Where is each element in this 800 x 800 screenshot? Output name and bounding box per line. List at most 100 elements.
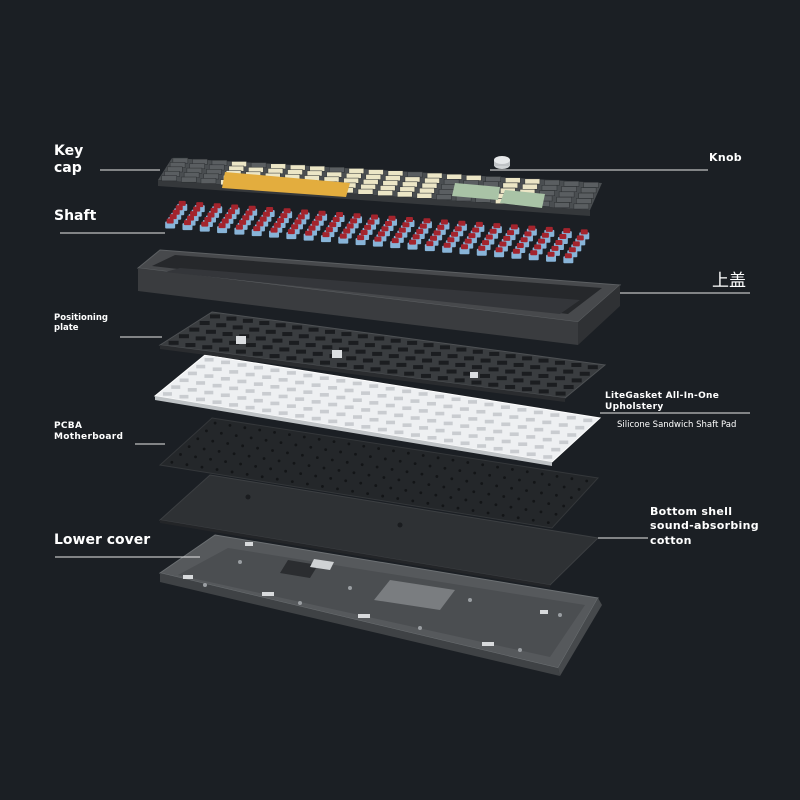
pad-hole	[179, 378, 189, 383]
pcb-hole	[215, 468, 219, 471]
pcb-hole	[532, 499, 536, 503]
pcb-hole	[211, 439, 215, 443]
pcb-hole	[286, 451, 289, 455]
pcb-hole	[232, 452, 236, 456]
pcb-hole	[170, 460, 174, 464]
pcb-hole	[472, 490, 476, 494]
pad-hole	[328, 402, 338, 407]
plate-hole	[265, 329, 276, 334]
pcba-label-line-1: PCBA	[54, 421, 83, 431]
plate-hole	[226, 316, 237, 321]
switch-stem	[478, 245, 486, 251]
plate-hole	[341, 332, 352, 337]
pcb-hole	[517, 497, 521, 501]
accent-keycap	[452, 183, 500, 200]
switch-stem	[270, 227, 278, 233]
switch-stem	[245, 210, 253, 216]
pcb-hole	[234, 434, 238, 437]
plate-hole	[364, 343, 375, 348]
keycap	[362, 179, 379, 185]
switch-stem	[297, 214, 305, 220]
pcb-hole	[302, 435, 306, 439]
plate-hole	[262, 345, 273, 350]
bottom-cotton-label: Bottom shell sound-absorbing cotton	[650, 505, 759, 548]
positioning-plate-label: Positioning plate	[54, 313, 108, 333]
pad-hole	[509, 415, 519, 419]
pcb-hole	[307, 464, 311, 468]
pcb-hole	[352, 471, 356, 475]
keycap-label-line-1: Key	[54, 143, 84, 159]
keycap	[563, 180, 580, 187]
plate-hole	[546, 382, 557, 387]
pad-hole	[278, 378, 288, 382]
keycap	[438, 189, 455, 195]
pad-hole	[418, 392, 428, 396]
pcb-hole	[434, 493, 438, 497]
plate-hole	[189, 327, 200, 332]
switch-stem	[231, 204, 239, 210]
plate-hole	[353, 365, 364, 370]
pad-hole	[303, 373, 313, 378]
plate-hole	[210, 314, 221, 319]
pad-hole	[386, 420, 396, 425]
plate-hole	[272, 338, 283, 343]
switch-stem	[221, 218, 229, 224]
spacebar-keycap	[222, 172, 350, 197]
pad-hole	[187, 388, 197, 392]
pad-hole	[253, 382, 263, 386]
pad-hole	[385, 386, 395, 391]
switch-stem	[538, 238, 546, 244]
plate-hole	[522, 356, 533, 361]
plate-hole	[255, 336, 266, 341]
plate-hole	[259, 321, 270, 326]
switch-stem	[253, 226, 261, 232]
pad-hole	[377, 393, 387, 398]
switch-stem	[329, 222, 337, 228]
pcb-hole	[426, 501, 430, 505]
pad-hole	[336, 412, 346, 417]
pad-hole	[162, 392, 172, 396]
pad-hole	[311, 400, 321, 404]
pcb-hole	[330, 458, 334, 462]
pad-hole	[344, 422, 354, 426]
pad-hole	[295, 414, 305, 418]
pcb-hole	[441, 504, 445, 508]
pcb-hole	[324, 448, 328, 452]
pad-hole	[295, 380, 305, 385]
pad-hole	[212, 383, 222, 388]
pcb-hole	[292, 461, 296, 465]
pcb-hole	[412, 480, 416, 484]
switch-stem	[402, 222, 410, 228]
plate-hole	[381, 345, 392, 350]
pcb-hole	[271, 449, 274, 452]
switch-stem	[443, 242, 451, 248]
pad-hole	[361, 391, 371, 395]
pcb-hole	[260, 475, 264, 479]
switch-stem	[377, 231, 385, 237]
pad-hole	[229, 403, 239, 407]
pcb-hole	[442, 485, 446, 489]
plate-hole	[245, 343, 256, 348]
pad-hole	[394, 413, 404, 418]
plate-hole	[355, 349, 366, 354]
keycap	[576, 198, 592, 204]
pad-hole	[518, 442, 528, 447]
pcb-hole	[345, 460, 349, 464]
pad-hole	[534, 427, 544, 432]
switch-stem	[315, 215, 323, 221]
keycap	[402, 181, 418, 188]
switch-stem	[266, 207, 274, 213]
keycap	[365, 174, 382, 180]
pcb-hole	[294, 443, 298, 447]
keycap	[561, 186, 577, 192]
keycap	[522, 183, 538, 190]
pad-hole	[493, 446, 503, 451]
switch-stem	[499, 241, 507, 247]
switch-stem	[256, 221, 264, 227]
pad-hole	[311, 416, 321, 421]
pad-hole	[311, 383, 321, 387]
pad-hole	[377, 410, 387, 415]
switch-stem	[395, 232, 403, 238]
plate-hole	[320, 360, 331, 365]
switch-stem	[388, 215, 396, 221]
